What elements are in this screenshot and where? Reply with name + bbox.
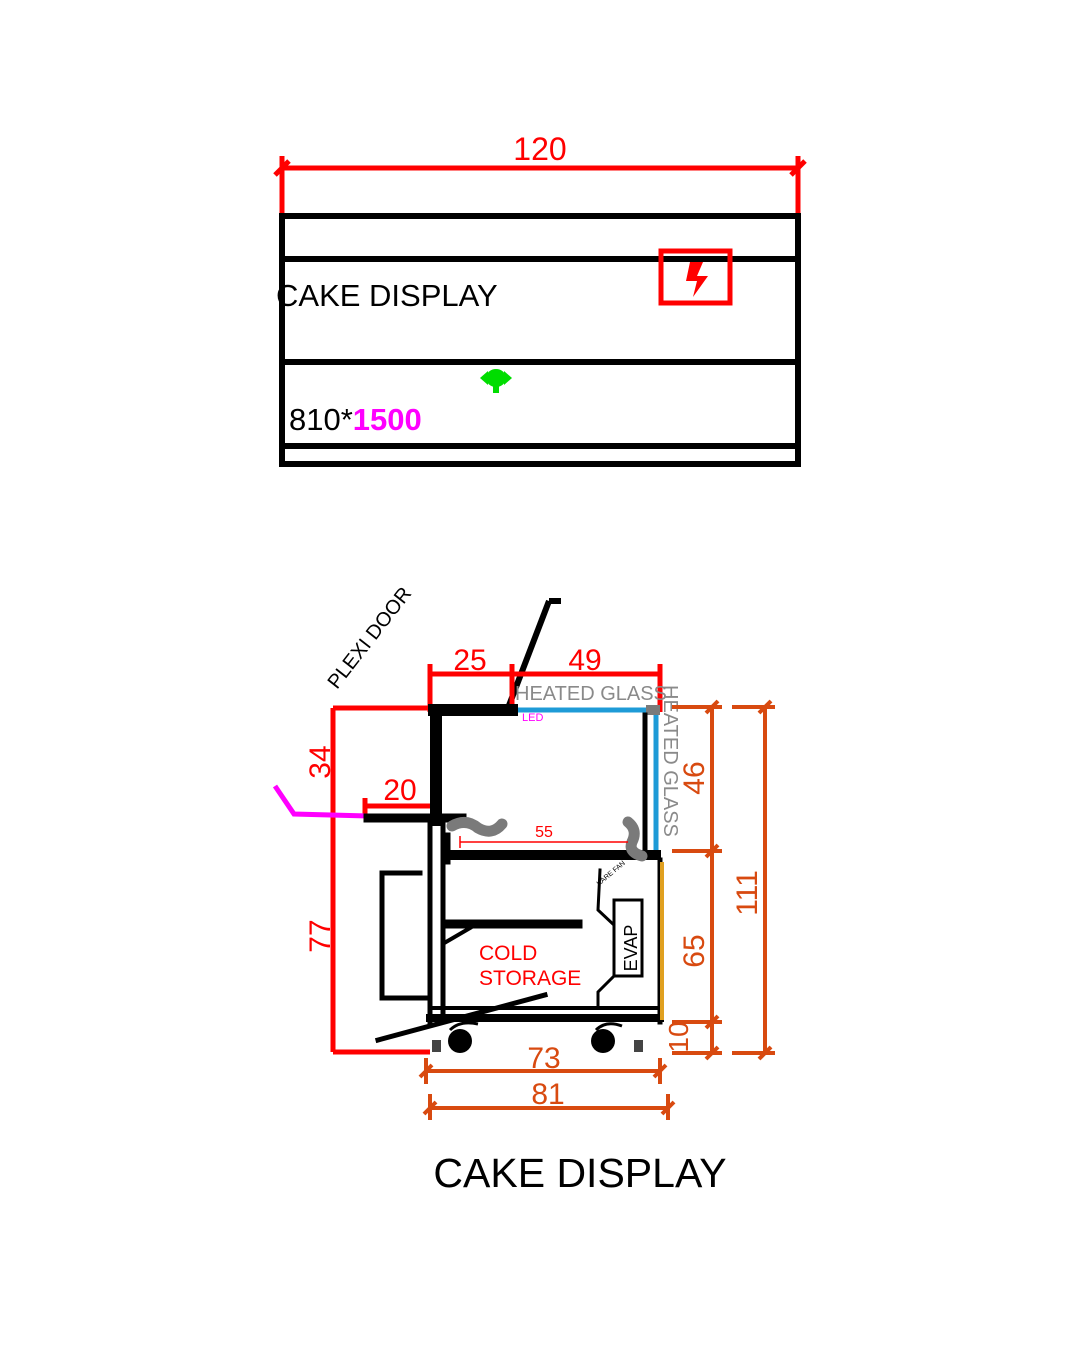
inner-width-dimension (459, 836, 628, 848)
dim-73: 73 (527, 1042, 560, 1075)
heated-glass-top-label: HEATED GLASS (515, 683, 667, 705)
bottom-width-dimensions (418, 1058, 676, 1120)
green-indicator-icon (480, 369, 512, 393)
dim-34: 34 (304, 745, 337, 778)
dim-10: 10 (663, 1021, 694, 1052)
cabinet-frame (363, 704, 664, 1044)
caster-wheels (432, 1021, 643, 1053)
right-height-dimensions (672, 699, 775, 1061)
dim-25: 25 (453, 644, 486, 677)
wheel-icon (591, 1029, 615, 1053)
size-prefix: 810* (289, 402, 353, 437)
cold-storage-label-1: COLD (479, 942, 537, 965)
plexi-door-label: PLEXI DOOR (324, 583, 417, 693)
section-view-title: CAKE DISPLAY (433, 1150, 726, 1196)
dim-81: 81 (531, 1078, 564, 1111)
leveling-foot (634, 1040, 643, 1052)
heated-glass-side-label: HEATED GLASS (659, 685, 681, 837)
dim-46: 46 (678, 761, 711, 794)
glass-corner-block (646, 705, 660, 715)
dim-65: 65 (678, 934, 711, 967)
top-view: 120 CAKE DISPLAY 810*1500 (273, 131, 807, 467)
wheel-icon (448, 1029, 472, 1053)
size-highlight: 1500 (353, 402, 422, 437)
front-height-dimensions (330, 705, 440, 1055)
dim-49: 49 (568, 644, 601, 677)
evaporator-box (612, 898, 644, 978)
led-label: LED (522, 712, 543, 724)
evap-label: EVAP (621, 925, 641, 972)
dim-77: 77 (304, 919, 337, 952)
top-view-title: CAKE DISPLAY (276, 278, 498, 313)
section-view: PLEXI DOOR 25 49 HEATED GLASS LED HEATED… (272, 583, 775, 1196)
power-socket-icon (658, 248, 733, 306)
shelf-handles (446, 816, 648, 862)
dim-20: 20 (383, 774, 416, 807)
cold-storage-label-2: STORAGE (479, 967, 581, 990)
top-width-dimension (273, 156, 807, 218)
dim-55: 55 (535, 824, 553, 841)
top-width-label: 120 (513, 131, 566, 167)
dim-111: 111 (731, 870, 764, 916)
front-tray (272, 784, 369, 819)
top-view-size: 810*1500 (289, 402, 422, 437)
leveling-foot (432, 1040, 441, 1052)
top-view-outline (279, 213, 801, 467)
plexi-door (505, 598, 561, 710)
